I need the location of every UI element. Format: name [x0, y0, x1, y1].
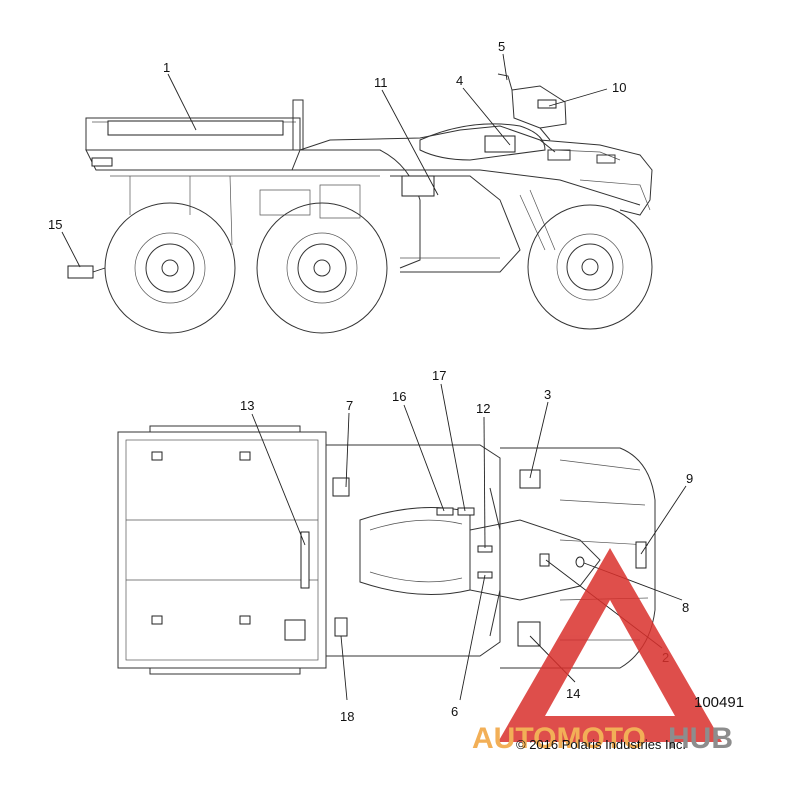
callout-4: 4 [456, 73, 463, 88]
callout-1: 1 [163, 60, 170, 75]
callout-9: 9 [686, 471, 693, 486]
watermark-text-part1: AUTOMOTO [472, 722, 646, 755]
rear-wheel-1 [104, 202, 236, 334]
callout-7: 7 [346, 398, 353, 413]
decal-17-rect [457, 507, 475, 516]
decal-15-rect [67, 265, 94, 279]
callout-11: 11 [374, 75, 388, 90]
copyright-text: © 2016 Polaris Industries Inc. [516, 737, 686, 752]
decal-18-rect [334, 617, 348, 637]
decal-9-rect [635, 541, 647, 569]
callout-15: 15 [48, 217, 62, 232]
callout-18: 18 [340, 709, 354, 724]
document-number: 100491 [694, 694, 744, 711]
rear-wheel-2 [256, 202, 388, 334]
callout-10: 10 [612, 80, 626, 95]
callout-6: 6 [451, 704, 458, 719]
callout-16: 16 [392, 389, 406, 404]
decal-2-rect [539, 553, 550, 567]
decal-3-rect [519, 469, 541, 489]
side-view-vehicle [67, 73, 653, 334]
callout-8: 8 [682, 600, 689, 615]
decal-8-ellipse [575, 556, 585, 568]
decal-4-rect [484, 135, 516, 153]
watermark-triangle-logo [498, 548, 722, 742]
callout-13: 13 [240, 398, 254, 413]
callout-3: 3 [544, 387, 551, 402]
automotohub-watermark: AUTOMOTO HUB [472, 548, 733, 755]
watermark-text-part2: HUB [668, 722, 733, 755]
decal-13-rect [300, 531, 310, 589]
callout-labels: 1 2 3 4 5 6 7 8 9 10 11 12 13 14 15 16 1… [48, 39, 693, 724]
front-wheel [527, 204, 653, 330]
callout-17: 17 [432, 368, 446, 383]
decal-7-rect [332, 477, 350, 497]
decal-11-rect [401, 175, 435, 197]
top-view-vehicle [117, 425, 656, 675]
callout-14: 14 [566, 686, 580, 701]
callout-5: 5 [498, 39, 505, 54]
callout-12: 12 [476, 401, 490, 416]
decal-10-rect [537, 99, 557, 109]
decal-16-rect [436, 507, 454, 516]
